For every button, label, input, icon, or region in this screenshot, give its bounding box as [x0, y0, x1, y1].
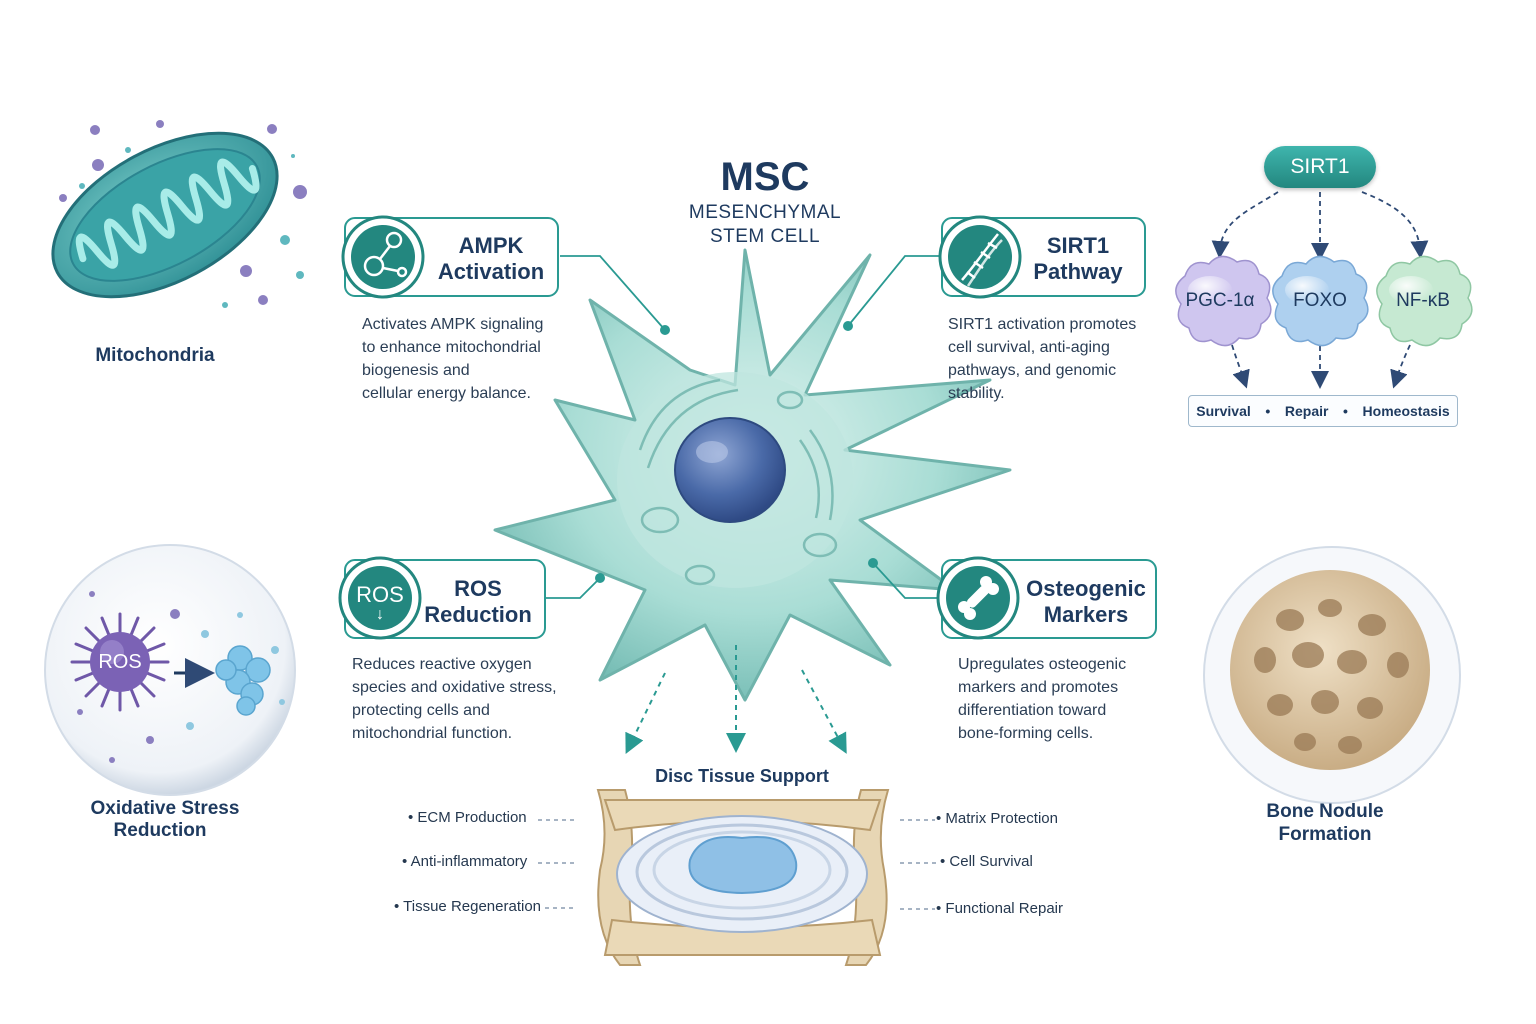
target-label-foxo: FOXO	[1293, 290, 1347, 311]
osteo-desc-line: bone-forming cells.	[958, 725, 1094, 742]
disc-left-item-tissue-regeneration: • Tissue Regeneration	[394, 898, 542, 915]
ampk-desc-line: Activates AMPK signaling	[362, 316, 544, 333]
bone-nodule-illustration	[1203, 546, 1461, 804]
pgc1a-blob	[1175, 255, 1272, 347]
ampk-desc-line: biogenesis and	[362, 362, 470, 379]
oxidative-stress-illustration	[44, 544, 296, 796]
bone-label-line1: Bone Nodule	[1266, 801, 1384, 822]
ros-description: Reduces reactive oxygen species and oxid…	[352, 653, 582, 745]
outcomes-box: Survival • Repair • Homeostasis	[1188, 395, 1458, 427]
target-label-nfkb: NF-κB	[1396, 290, 1450, 311]
msc-subtitle-line2: STEM CELL	[709, 226, 821, 247]
disc-leader-lines	[538, 819, 940, 910]
osteo-title-line2: Markers	[1043, 602, 1129, 627]
ros-card-frame	[338, 556, 546, 640]
sirt1-tree-arrows	[1211, 191, 1429, 389]
sirt1-desc-line: SIRT1 activation promotes	[948, 316, 1137, 333]
disc-left-item-anti-inflammatory: • Anti-inflammatory	[402, 853, 528, 870]
healthy-cluster	[215, 645, 271, 716]
ros-icon-text: ROS	[356, 582, 404, 607]
osteo-desc-line: Upregulates osteogenic	[958, 656, 1127, 673]
disc-illustration	[596, 789, 890, 966]
osteo-desc-line: differentiation toward	[958, 702, 1107, 719]
separator-dot: •	[1343, 403, 1348, 419]
ros-desc-line: protecting cells and	[352, 702, 490, 719]
sirt1-root-pill: SIRT1	[1264, 146, 1376, 188]
disc-right-item-matrix: • Matrix Protection	[936, 810, 1058, 827]
osteo-desc-line: markers and promotes	[958, 679, 1119, 696]
disc-arrows	[625, 645, 847, 754]
disc-left-item-text: Anti-inflammatory	[410, 853, 528, 870]
separator-dot: •	[1265, 403, 1271, 419]
ampk-title-line2: Activation	[437, 259, 545, 284]
oxidative-label-line1: Oxidative Stress	[90, 798, 240, 819]
disc-left-item-text: Tissue Regeneration	[403, 898, 542, 915]
foxo-blob	[1272, 255, 1369, 347]
mitochondria-illustration	[51, 120, 307, 308]
disc-right-item-text: Functional Repair	[945, 900, 1063, 917]
mitochondria-label: Mitochondria	[95, 345, 215, 366]
osteo-title-line1: Osteogenic	[1026, 576, 1146, 601]
outcome-survival: Survival	[1196, 403, 1251, 419]
ros-down-arrow-icon: ↓	[376, 606, 384, 623]
disc-left-item-text: ECM Production	[417, 809, 527, 826]
disc-right-item-text: Cell Survival	[949, 853, 1033, 870]
disc-title: Disc Tissue Support	[655, 766, 829, 786]
sirt1-desc-line: stability.	[948, 385, 1005, 402]
osteo-description: Upregulates osteogenic markers and promo…	[958, 653, 1178, 745]
ros-desc-line: mitochondrial function.	[352, 725, 513, 742]
msc-cell-illustration	[493, 248, 1012, 702]
ros-badge-text: ROS	[98, 651, 142, 673]
ampk-desc-line: cellular energy balance.	[362, 385, 531, 402]
sirt1-card-title-line2: Pathway	[1033, 259, 1123, 284]
ros-molecule	[70, 612, 170, 712]
connector-lines	[545, 255, 940, 599]
target-label-pgc1a: PGC-1α	[1185, 290, 1255, 311]
nfkb-blob	[1376, 255, 1473, 347]
bone-label-line2: Formation	[1278, 824, 1372, 845]
disc-right-item-text: Matrix Protection	[945, 810, 1058, 827]
dna-icon	[961, 233, 1003, 287]
sirt1-desc-line: cell survival, anti-aging	[948, 339, 1110, 356]
msc-title: MSC	[720, 155, 810, 199]
ampk-desc-line: to enhance mitochondrial	[362, 339, 541, 356]
oxidative-label-line2: Reduction	[113, 820, 207, 841]
phosphate-icon	[363, 231, 408, 278]
outcome-homeostasis: Homeostasis	[1362, 403, 1450, 419]
disc-right-item-functional-repair: • Functional Repair	[936, 900, 1063, 917]
ros-title-line2: Reduction	[424, 602, 532, 627]
ros-title-line1: ROS	[454, 576, 502, 601]
ros-desc-line: species and oxidative stress,	[352, 679, 557, 696]
msc-subtitle-line1: MESENCHYMAL	[688, 202, 842, 223]
bone-icon	[958, 576, 999, 620]
ampk-title-line1: AMPK	[458, 233, 524, 258]
sirt1-description: SIRT1 activation promotes cell survival,…	[948, 313, 1168, 405]
disc-right-item-cell-survival: • Cell Survival	[940, 853, 1033, 870]
ampk-description: Activates AMPK signaling to enhance mito…	[362, 313, 602, 405]
sirt1-desc-line: pathways, and genomic	[948, 362, 1117, 379]
disc-left-item-ecm: • ECM Production	[408, 809, 527, 826]
outcome-repair: Repair	[1284, 403, 1329, 419]
sirt1-card-title-line1: SIRT1	[1046, 233, 1110, 258]
target-blobs	[1175, 255, 1473, 347]
ros-desc-line: Reduces reactive oxygen	[352, 656, 532, 673]
